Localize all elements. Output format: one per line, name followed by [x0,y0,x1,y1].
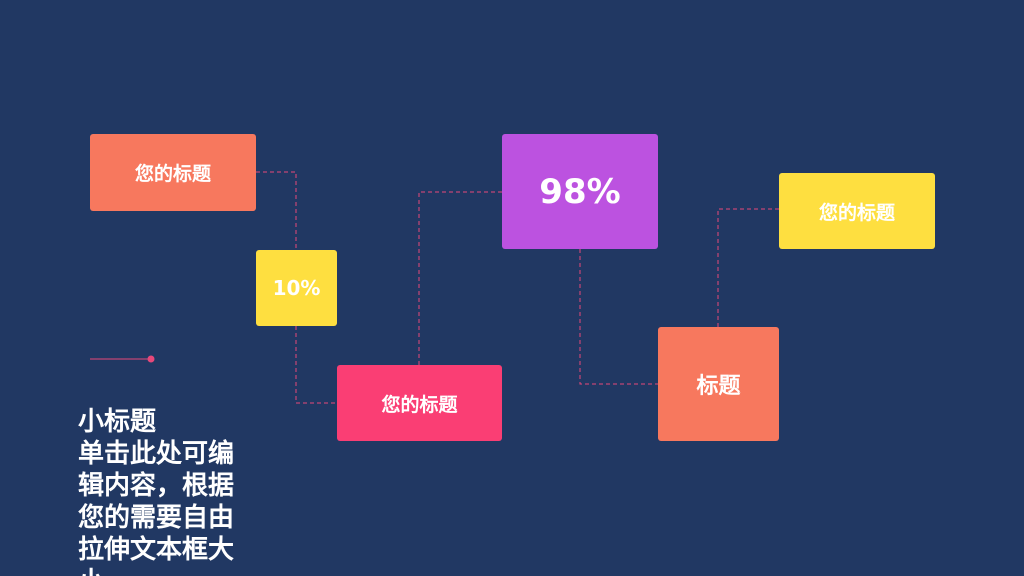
connector-1 [256,171,297,250]
caption-heading: 小标题 [78,407,157,437]
connector-5 [717,208,779,327]
caption-body: 单击此处可编辑内容，根据您的需要自由拉伸文本框大小 [78,439,235,576]
connector-2 [295,326,337,404]
percent-box-small-label: 10% [272,276,321,300]
title-box-short[interactable]: 标题 [658,327,779,441]
title-box-top-left-label: 您的标题 [134,163,211,185]
accent-dot [147,355,155,363]
percent-box-large-label: 98% [539,171,621,212]
connector-4 [579,249,658,385]
title-box-top-left[interactable]: 您的标题 [90,134,256,211]
title-box-top-right[interactable]: 您的标题 [779,173,935,249]
title-box-short-label: 标题 [696,374,741,399]
percent-box-small[interactable]: 10% [256,250,337,326]
percent-box-large[interactable]: 98% [502,134,658,249]
title-box-bottom-mid-label: 您的标题 [381,393,458,416]
caption-text-block[interactable]: 小标题 单击此处可编辑内容，根据您的需要自由拉伸文本框大小 [78,406,258,576]
title-box-bottom-mid[interactable]: 您的标题 [337,365,502,441]
connector-3 [418,191,502,365]
title-box-top-right-label: 您的标题 [818,201,895,224]
